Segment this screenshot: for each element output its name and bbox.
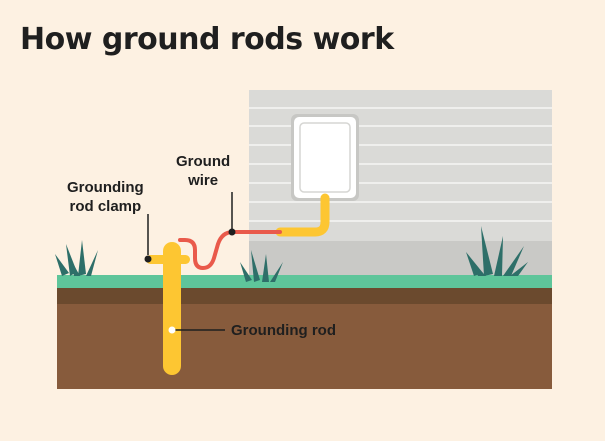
label-grounding-rod-clamp: Grounding rod clamp — [67, 179, 144, 215]
electrical-meter-box — [291, 114, 359, 201]
grass-tuft-right — [466, 226, 528, 276]
callout-grounding-rod — [168, 326, 225, 334]
grass-tuft-middle — [240, 250, 283, 282]
grass-tuft-left — [55, 240, 98, 276]
diagram-title: How ground rods work — [20, 22, 394, 57]
topsoil-layer — [57, 287, 552, 304]
grass-strip — [57, 275, 552, 288]
label-grounding-rod: Grounding rod — [231, 322, 336, 339]
grounding-rod — [146, 242, 190, 375]
label-ground-wire: Ground wire — [176, 153, 231, 189]
callout-clamp — [144, 214, 152, 263]
meter-conduit — [275, 193, 330, 237]
ground-wire — [178, 230, 282, 271]
callout-ground-wire — [228, 192, 236, 236]
